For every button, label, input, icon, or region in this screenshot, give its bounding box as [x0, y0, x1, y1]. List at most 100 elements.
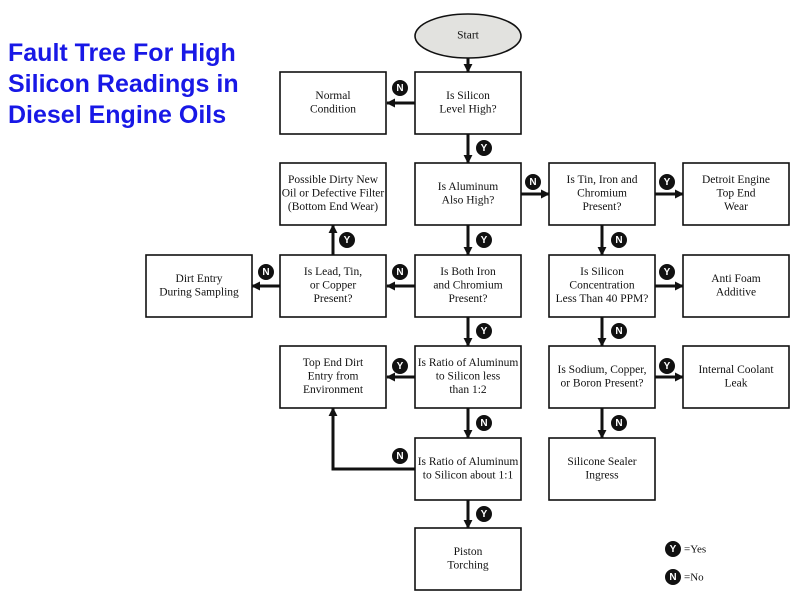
badge-letter: Y — [481, 143, 488, 154]
node-label-line: Entry from — [308, 371, 359, 383]
node-label-line: (Bottom End Wear) — [288, 201, 378, 213]
node-label-line: Is Tin, Iron and — [567, 174, 638, 186]
badge-circle — [659, 358, 675, 374]
badge-letter: Y — [397, 361, 404, 372]
yes-badge: Y — [659, 174, 675, 190]
node-label-line: Is Ratio of Aluminum — [418, 357, 519, 369]
node-box — [145, 254, 253, 318]
no-badge: N — [611, 323, 627, 339]
badge-letter: N — [615, 418, 622, 429]
node-box — [682, 162, 790, 226]
node-box — [548, 254, 656, 318]
node-label-line: Anti Foam — [711, 273, 761, 285]
badge-circle — [525, 174, 541, 190]
badge-letter: N — [615, 326, 622, 337]
badge-letter: Y — [481, 509, 488, 520]
node-label-line: Concentration — [569, 280, 634, 292]
node-box — [414, 254, 522, 318]
title-line-3: Diesel Engine Oils — [8, 101, 227, 129]
node-label-line: Piston — [454, 546, 483, 558]
node-label-line: Leak — [725, 377, 748, 389]
node-label-line: Torching — [447, 559, 489, 571]
badge-circle — [339, 232, 355, 248]
node-label-line: Condition — [310, 103, 356, 115]
node-box — [414, 345, 522, 409]
no-badge: N — [392, 448, 408, 464]
node-label-line: Additive — [716, 286, 756, 298]
badge-letter: Y — [670, 544, 677, 555]
yes-badge: Y — [476, 506, 492, 522]
badge-circle — [659, 174, 675, 190]
title-line-2: Silicon Readings in — [8, 70, 239, 98]
node-label-line: than 1:2 — [449, 384, 487, 396]
badge-circle — [476, 140, 492, 156]
badge-circle — [611, 323, 627, 339]
node-box — [414, 162, 522, 226]
no-badge: N — [611, 232, 627, 248]
node-label-line: or Copper — [310, 280, 356, 292]
node-box — [414, 437, 522, 501]
node-label-line: Is Aluminum — [438, 181, 498, 193]
node-box — [279, 162, 387, 226]
badge-circle — [476, 323, 492, 339]
badge-letter: Y — [481, 326, 488, 337]
node-label-line: Level High? — [439, 103, 496, 115]
badge-letter: N — [396, 451, 403, 462]
yes-badge: Y — [339, 232, 355, 248]
badge-letter: Y — [664, 361, 671, 372]
node-label-line: Is Both Iron — [440, 266, 496, 278]
badge-circle — [258, 264, 274, 280]
badge-circle — [611, 232, 627, 248]
node-box — [548, 162, 656, 226]
node-label-line: Start — [457, 30, 480, 42]
node-box — [414, 527, 522, 591]
yes-badge: Y — [665, 541, 681, 557]
node-label-line: Oil or Defective Filter — [282, 188, 385, 200]
node-label-line: Less Than 40 PPM? — [556, 293, 649, 305]
badge-letter: Y — [664, 267, 671, 278]
legend: YN=Yes=No — [665, 541, 706, 585]
yes-badge: Y — [476, 140, 492, 156]
connectors — [251, 58, 684, 529]
node-box — [682, 254, 790, 318]
node-label-line: Ingress — [585, 469, 619, 481]
badge-letter: Y — [664, 177, 671, 188]
node-box — [548, 345, 656, 409]
node-box — [548, 437, 656, 501]
node-label-line: Top End Dirt — [303, 357, 364, 369]
node-label-line: Detroit Engine — [702, 174, 770, 186]
node-label-line: Chromium — [577, 188, 627, 200]
node-label-line: Normal — [315, 90, 350, 102]
node-label-line: Present? — [583, 201, 622, 213]
node-label-line: Dirt Entry — [176, 273, 223, 285]
node-label-line: or Boron Present? — [560, 377, 643, 389]
legend-yes-label: =Yes — [684, 544, 706, 556]
badge-letter: Y — [481, 235, 488, 246]
badge-circle — [665, 569, 681, 585]
node-label-line: Is Ratio of Aluminum — [418, 456, 519, 468]
badge-letter: Y — [344, 235, 351, 246]
badge-circle — [476, 415, 492, 431]
badge-letter: N — [396, 83, 403, 94]
legend-no-label: =No — [684, 572, 704, 584]
badge-circle — [659, 264, 675, 280]
yes-badge: Y — [476, 323, 492, 339]
node-label-line: Wear — [724, 201, 748, 213]
badge-letter: N — [262, 267, 269, 278]
node-label-line: Is Lead, Tin, — [304, 266, 362, 278]
badge-letter: N — [480, 418, 487, 429]
yes-badge: Y — [659, 358, 675, 374]
